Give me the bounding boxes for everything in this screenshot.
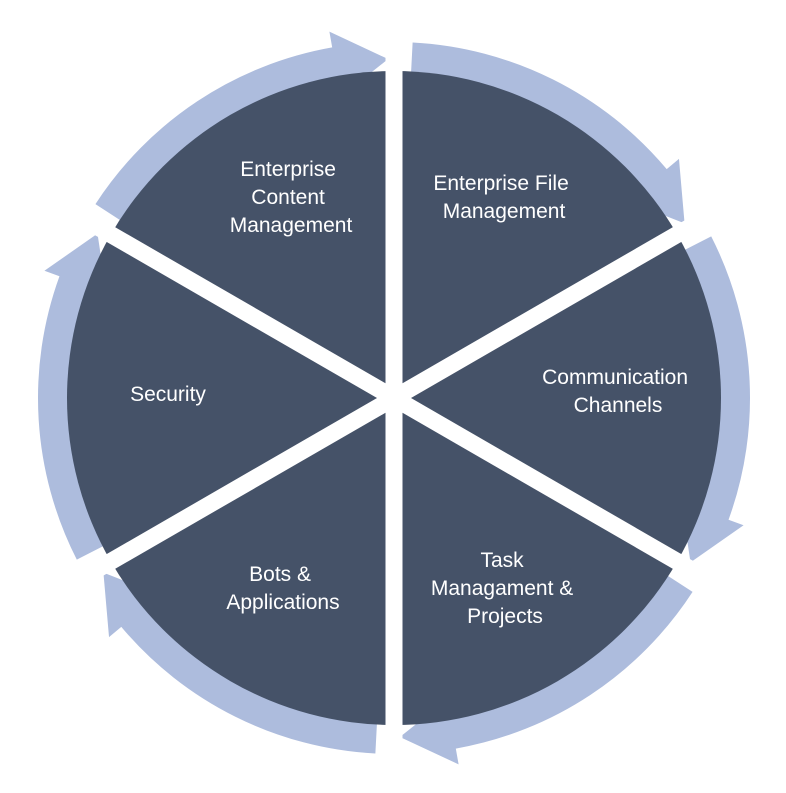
- segment-enterprise-file-management: [394, 71, 678, 398]
- segment-divider: [71, 390, 399, 590]
- segment-divider: [71, 206, 399, 406]
- segment-communication-channels: [394, 234, 721, 562]
- cycle-arrow-task-management-projects: [399, 573, 693, 765]
- label-task-management-projects: Task Managament & Projects: [431, 549, 579, 628]
- cycle-arrow-communication-channels: [680, 236, 751, 563]
- segment-divider: [389, 206, 717, 406]
- segment-divider: [389, 390, 717, 590]
- segment-security: [67, 234, 394, 562]
- label-security: Security: [130, 383, 206, 406]
- label-communication-channels: Communication Channels: [542, 366, 694, 417]
- segment-bots-applications: [110, 398, 394, 725]
- label-bots-applications: Bots & Applications: [226, 563, 339, 614]
- label-enterprise-file-management: Enterprise File Management: [433, 172, 574, 223]
- segment-task-management-projects: [394, 398, 678, 725]
- segment-dividers: [71, 30, 717, 766]
- cycle-arrow-enterprise-content-management: [95, 31, 389, 223]
- cycle-arrow-security: [37, 233, 108, 560]
- segment-enterprise-content-management: [110, 71, 394, 398]
- cycle-segments: [67, 71, 721, 725]
- segment-labels: Enterprise File Management Communication…: [130, 158, 694, 628]
- label-enterprise-content-management: Enterprise Content Management: [230, 158, 353, 237]
